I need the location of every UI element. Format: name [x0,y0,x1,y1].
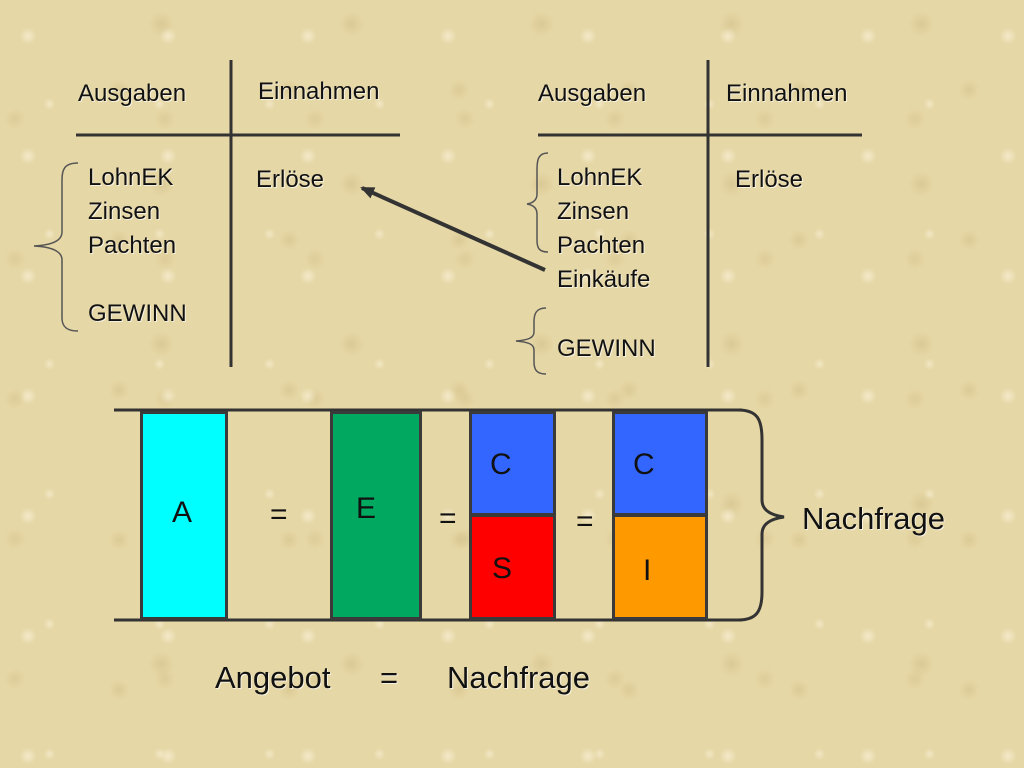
block-i-label: I [643,554,652,587]
right-table-brace-top [526,152,549,253]
block-c-label-2: C [633,448,655,481]
left-profit: GEWINN [88,300,187,327]
equals-sign-3: = [576,505,594,538]
block-s-savings [469,514,556,620]
left-revenue: Erlöse [256,166,325,193]
block-e-label: E [356,492,377,525]
nachfrage-brace [737,408,785,622]
block-s-label: S [492,552,513,585]
right-item-lohnek: LohnEK [557,164,643,191]
right-item-pachten: Pachten [557,232,646,259]
left-item-zinsen: Zinsen [88,198,161,225]
arrow-einkaeufe-to-erloese [360,186,546,272]
equals-sign-1: = [270,498,288,531]
left-col-ausgaben: Ausgaben [78,80,187,107]
block-c-consumption-2 [612,411,708,516]
left-col-einnahmen: Einnahmen [258,78,380,105]
bottom-nachfrage: Nachfrage [447,660,591,695]
block-e [330,411,422,620]
brace-label-nachfrage: Nachfrage [802,501,946,536]
right-col-ausgaben: Ausgaben [538,80,647,107]
right-item-zinsen: Zinsen [557,198,630,225]
left-table-brace [33,162,79,332]
right-item-einkaeufe: Einkäufe [557,266,651,293]
right-table-brace-profit [515,307,547,375]
block-i-investment [612,514,708,620]
left-item-lohnek: LohnEK [88,164,174,191]
left-item-pachten: Pachten [88,232,177,259]
right-revenue: Erlöse [735,166,804,193]
right-col-einnahmen: Einnahmen [726,80,848,107]
block-a [140,411,228,620]
block-c-consumption-1 [469,411,556,516]
right-profit: GEWINN [557,335,656,362]
equals-sign-2: = [439,502,457,535]
block-c-label-1: C [490,448,512,481]
bottom-angebot: Angebot [215,660,331,695]
block-a-label: A [172,496,193,529]
bottom-equals: = [380,660,399,695]
